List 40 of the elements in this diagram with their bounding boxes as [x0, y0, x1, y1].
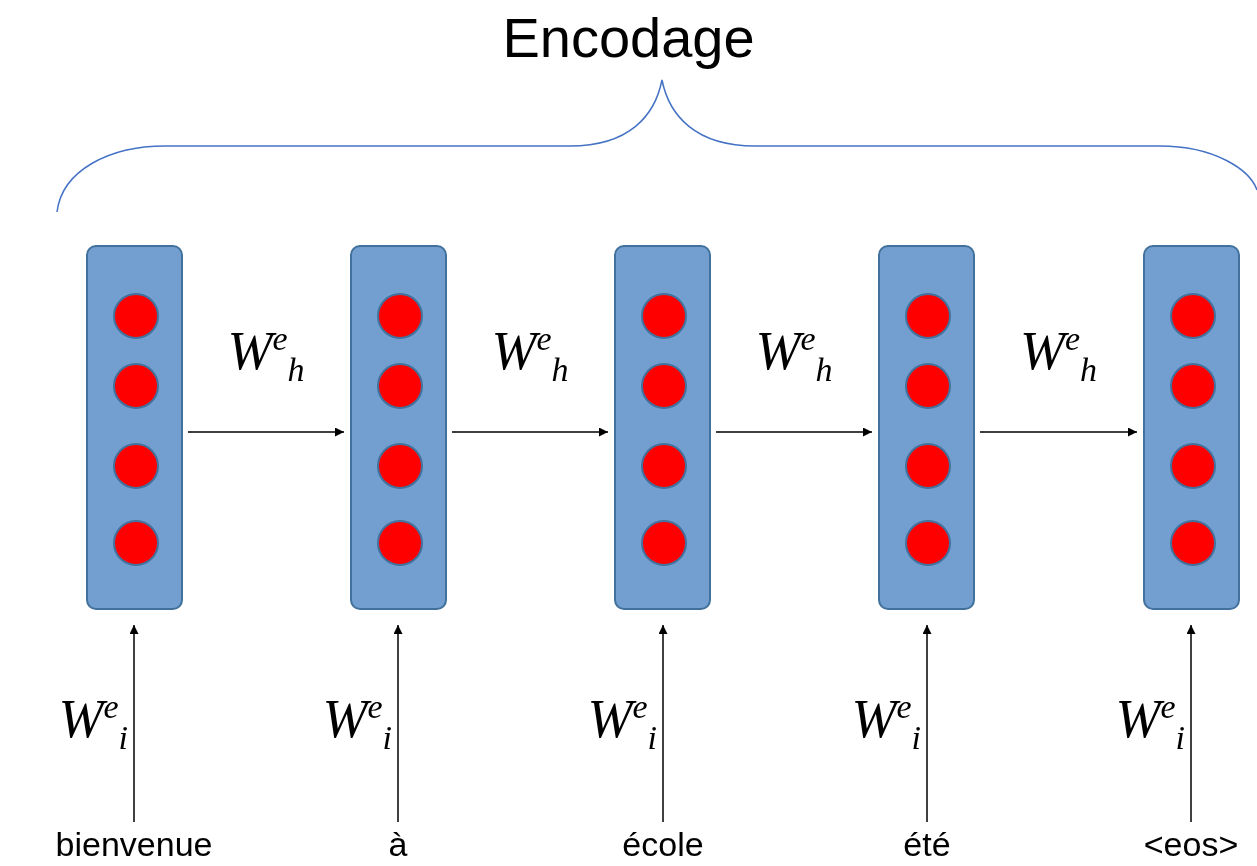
neuron-circle — [641, 443, 687, 489]
neuron-circle — [905, 443, 951, 489]
layer-box — [614, 245, 711, 610]
neuron-circle — [113, 293, 159, 339]
word-label: école — [558, 822, 768, 866]
neuron-circle — [1170, 293, 1216, 339]
arrow — [1186, 624, 1196, 823]
neuron-circle — [641, 363, 687, 409]
word-label: <eos> — [1126, 822, 1256, 866]
arrow — [393, 624, 403, 823]
neuron-circle — [113, 443, 159, 489]
neuron-circle — [905, 363, 951, 409]
word-label: à — [293, 822, 503, 866]
neuron-circle — [377, 363, 423, 409]
neuron-circle — [377, 443, 423, 489]
neuron-circle — [113, 363, 159, 409]
arrow — [451, 427, 609, 437]
arrow — [129, 624, 139, 823]
neuron-circle — [113, 520, 159, 566]
word-label: été — [822, 822, 1032, 866]
neuron-circle — [641, 293, 687, 339]
neuron-circle — [1170, 443, 1216, 489]
layer-box — [878, 245, 975, 610]
arrow — [922, 624, 932, 823]
word-label: bienvenue — [29, 822, 239, 866]
arrow — [658, 624, 668, 823]
layer-box — [86, 245, 183, 610]
layer-box — [1143, 245, 1240, 610]
arrow — [715, 427, 873, 437]
layer-box — [350, 245, 447, 610]
neuron-circle — [1170, 363, 1216, 409]
neuron-circle — [641, 520, 687, 566]
neuron-circle — [905, 520, 951, 566]
title: Encodage — [501, 6, 756, 70]
neuron-circle — [377, 293, 423, 339]
arrow — [187, 427, 345, 437]
neuron-circle — [1170, 520, 1216, 566]
arrow — [979, 427, 1138, 437]
neuron-circle — [377, 520, 423, 566]
neuron-circle — [905, 293, 951, 339]
